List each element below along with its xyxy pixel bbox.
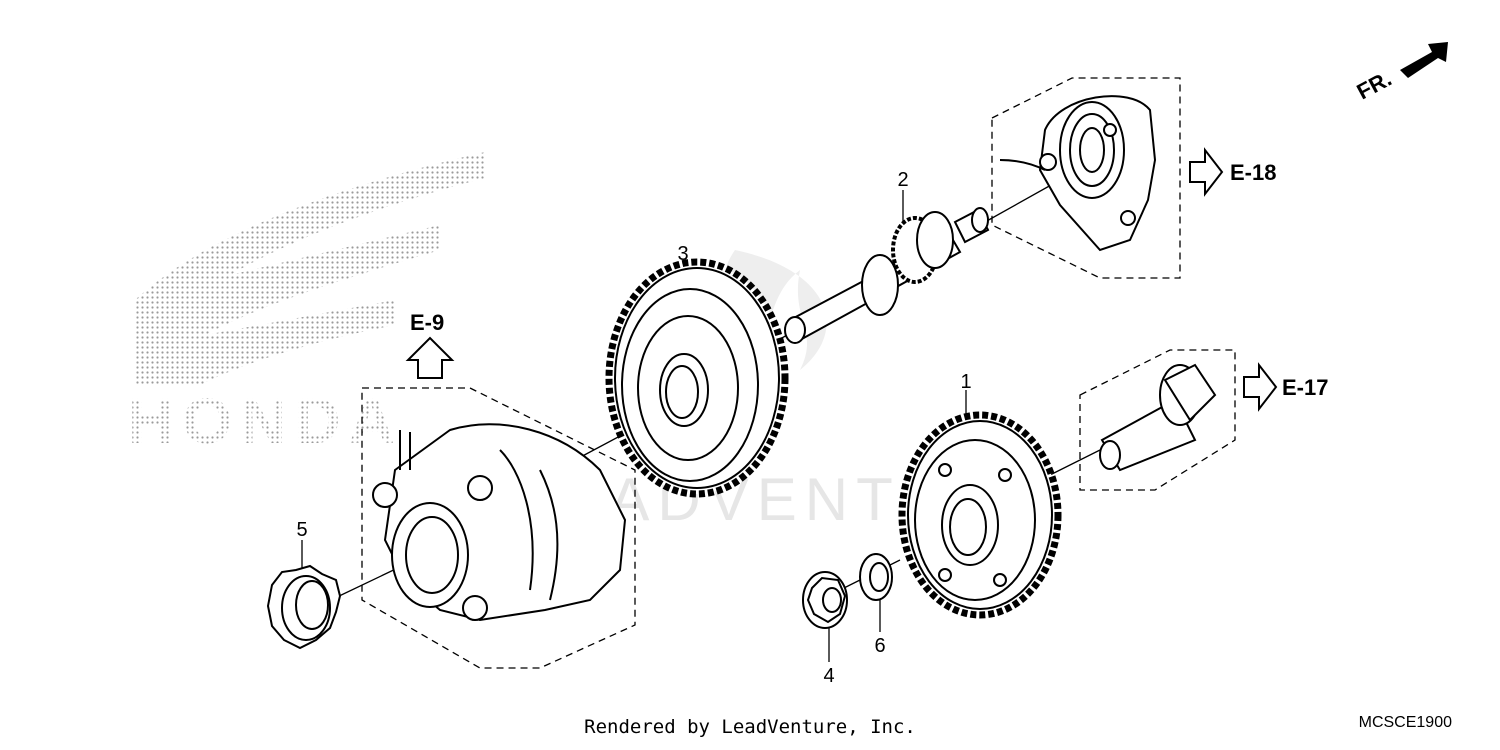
callout-4[interactable]: 4 — [823, 665, 834, 687]
front-label: FR. — [1353, 66, 1396, 105]
ref-label-e18: E-18 — [1230, 160, 1276, 185]
e9-group-box — [361, 387, 636, 669]
part-2-shaft[interactable] — [784, 207, 990, 344]
ref-arrow-e18[interactable]: E-18 — [1189, 147, 1276, 197]
dashed-group-boxes — [361, 77, 1236, 669]
callout-3[interactable]: 3 — [677, 243, 688, 265]
bearing-housing — [372, 423, 627, 622]
ref-arrow-e17[interactable]: E-17 — [1243, 362, 1328, 412]
callout-5[interactable]: 5 — [296, 519, 307, 541]
front-direction-indicator: FR. — [1353, 42, 1448, 104]
callout-2[interactable]: 2 — [897, 169, 908, 191]
part-4-flange-nut[interactable] — [802, 571, 848, 629]
part-6-washer[interactable] — [859, 553, 893, 601]
part-1-gear[interactable] — [898, 411, 1062, 619]
footer-credit: Rendered by LeadVenture, Inc. — [584, 716, 916, 738]
part-5-lock-nut[interactable] — [266, 564, 342, 650]
part-3-driven-gear[interactable] — [605, 258, 789, 498]
bearing-cover — [999, 95, 1157, 252]
splined-shaft — [1099, 363, 1217, 472]
callout-1[interactable]: 1 — [960, 371, 971, 393]
e18-group-box — [991, 77, 1181, 279]
ref-label-e9: E-9 — [410, 310, 444, 335]
callout-6[interactable]: 6 — [874, 635, 885, 657]
diagram-code: MCSCE1900 — [1358, 714, 1452, 731]
ref-arrow-e9[interactable]: E-9 — [405, 310, 455, 379]
e17-group-box — [1079, 349, 1236, 491]
ref-label-e17: E-17 — [1282, 375, 1328, 400]
honda-wing-logo: HONDA — [128, 152, 485, 457]
honda-logo-text: HONDA — [128, 385, 403, 457]
